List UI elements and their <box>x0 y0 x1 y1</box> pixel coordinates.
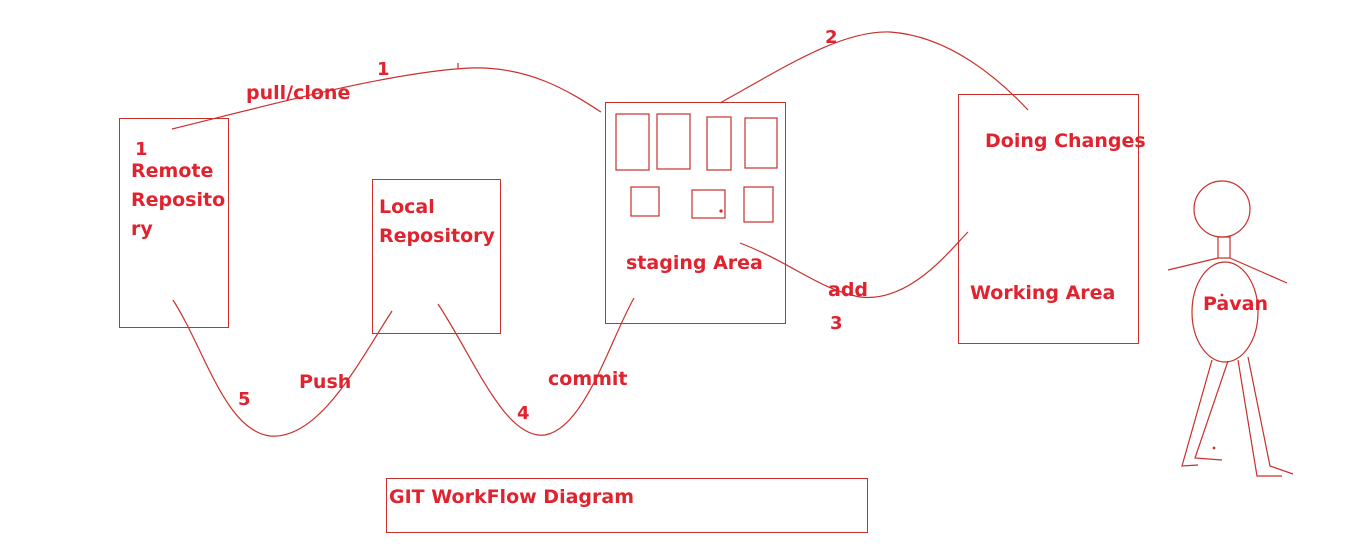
staging-area-box <box>605 102 786 324</box>
push-arrow <box>172 299 393 437</box>
working-area-label: Working Area <box>970 282 1116 304</box>
person-name: Pavan <box>1203 293 1268 315</box>
commit-arrow <box>437 297 635 436</box>
step-2-number: 2 <box>825 27 838 48</box>
add-arrow <box>739 231 969 298</box>
staged-file-box <box>706 116 732 171</box>
local-label-line-2: Repository <box>379 225 495 247</box>
working-area-box <box>958 94 1139 344</box>
add-step: 3 <box>830 313 843 334</box>
doing-changes-label: Doing Changes <box>985 130 1146 152</box>
pull-clone-step: 1 <box>377 59 390 80</box>
person-figure <box>1167 180 1294 477</box>
staged-file-box <box>691 189 726 219</box>
remote-repository-box <box>119 118 229 328</box>
staging-area-label: staging Area <box>626 252 763 274</box>
staged-file-box <box>630 186 660 217</box>
remote-label-line-2: Reposito <box>131 189 226 211</box>
remote-label-line-1: Remote <box>131 160 214 182</box>
dot-mark <box>719 209 723 213</box>
diagram-title: GIT WorkFlow Diagram <box>389 486 634 508</box>
pull-clone-label: pull/clone <box>246 82 351 104</box>
staged-file-box <box>656 113 691 170</box>
step-2-arrow <box>719 31 1029 111</box>
local-label-line-1: Local <box>379 196 435 218</box>
commit-step: 4 <box>517 403 530 424</box>
push-label: Push <box>299 371 352 393</box>
push-step: 5 <box>238 389 251 410</box>
staged-file-box <box>743 186 774 223</box>
staged-file-box <box>615 113 650 171</box>
title-box <box>386 478 868 533</box>
commit-label: commit <box>548 368 628 390</box>
pull-clone-arrow <box>171 67 602 130</box>
local-repository-box <box>372 179 501 334</box>
add-label: add <box>828 279 869 301</box>
remote-label-line-3: ry <box>131 218 153 240</box>
remote-step-number: 1 <box>135 139 148 160</box>
staged-file-box <box>744 117 778 169</box>
